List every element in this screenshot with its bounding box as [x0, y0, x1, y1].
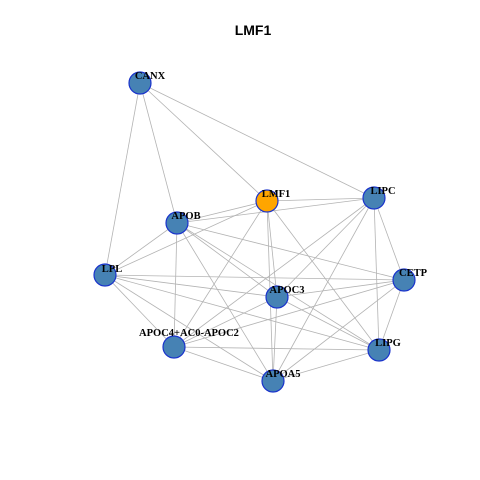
edge-apob-apoa5 [176, 222, 274, 382]
edge-cetp-apoa5 [272, 279, 405, 382]
nodes-layer [93, 71, 416, 393]
node-lmf1 [255, 189, 279, 213]
node-label-canx: CANX [135, 71, 166, 82]
edge-lmf1-lipc [266, 197, 375, 202]
edge-lmf1-apob [176, 200, 268, 224]
edge-lipc-lipg [373, 197, 380, 351]
node-label-lpl: LPL [102, 264, 122, 275]
edge-canx-apob [139, 82, 178, 224]
edge-lpl-apoc3 [104, 274, 278, 298]
node-label-apoa5: APOA5 [266, 369, 301, 380]
edge-lmf1-apoc3 [266, 200, 278, 298]
edge-lipc-cetp [373, 197, 405, 281]
node-label-lipc: LIPC [370, 186, 395, 197]
node-label-apoc4: APOC4+AC0-APOC2 [139, 328, 239, 339]
diagram-title: LMF1 [235, 22, 272, 38]
labels-layer: CANX LMF1 LIPC APOB LPL CETP APOC3APOC4+AC0-AP… [102, 71, 428, 380]
edge-apob-apoc3 [176, 222, 278, 298]
edge-apoc4-apoa5 [173, 346, 274, 382]
edge-lipc-apoc4 [173, 197, 375, 348]
node-label-cetp: CETP [399, 268, 428, 279]
edge-lmf1-lipg [266, 200, 380, 351]
edge-apoc4-lipg [173, 346, 380, 351]
edge-canx-lipc [139, 82, 375, 199]
node-apoc3 [265, 285, 289, 309]
edge-lipc-apoc3 [276, 197, 375, 298]
edge-lipc-apoa5 [272, 197, 375, 382]
edge-canx-lmf1 [139, 82, 268, 202]
edge-cetp-lipg [378, 279, 405, 351]
edge-apob-apoc4 [173, 222, 178, 348]
edge-lpl-cetp [104, 274, 405, 281]
node-label-lipg: LIPG [375, 338, 401, 349]
node-cetp [392, 268, 416, 292]
edge-lipc-apob [176, 197, 375, 224]
edge-apoa5-lipg [272, 349, 380, 382]
node-lipc [362, 186, 386, 210]
node-label-lmf1: LMF1 [262, 189, 291, 200]
edge-apob-lpl [104, 222, 178, 276]
node-apob [165, 211, 189, 235]
node-apoc4 [162, 335, 186, 359]
edge-lmf1-apoc4 [173, 200, 268, 348]
node-lpl [93, 263, 117, 287]
edges-layer [104, 82, 405, 382]
edge-apob-cetp [176, 222, 405, 281]
edge-apoc3-lipg [276, 296, 380, 351]
node-canx [128, 71, 152, 95]
edge-lpl-apoc4 [104, 274, 175, 348]
node-label-apoc3: APOC3 [270, 285, 305, 296]
edge-lpl-apoa5 [104, 274, 274, 382]
node-apoa5 [261, 369, 285, 393]
edge-canx-lpl [104, 82, 141, 276]
edge-cetp-apoc4 [173, 279, 405, 348]
edge-cetp-apoc3 [276, 279, 405, 298]
node-lipg [367, 338, 391, 362]
edge-apoc3-apoc4 [173, 296, 278, 348]
node-label-apob: APOB [171, 211, 200, 222]
edge-lpl-lipg [104, 274, 380, 351]
edge-apoc3-apoa5 [272, 296, 278, 382]
